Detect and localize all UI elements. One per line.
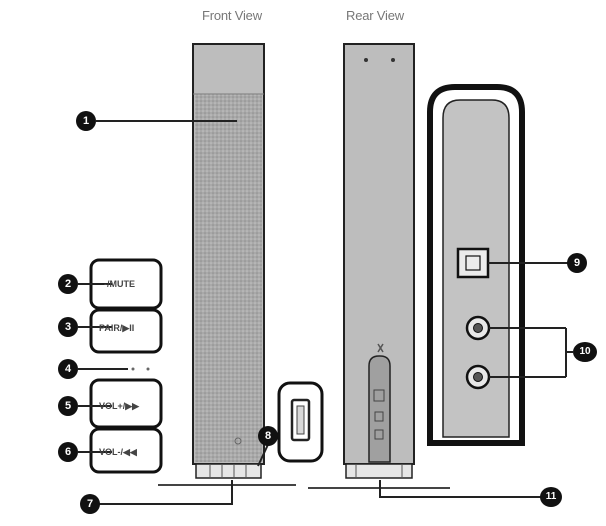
callout-2: 2	[58, 274, 78, 294]
leader-lines	[78, 120, 573, 505]
rear-speaker-base	[345, 463, 413, 479]
front-speaker-grille	[195, 94, 262, 462]
callout-7: 7	[80, 494, 100, 514]
callout-5: 5	[58, 396, 78, 416]
vol-up-button-card	[89, 378, 163, 429]
front-speaker	[158, 43, 296, 486]
front-view-label: Front View	[202, 8, 262, 23]
callout-3: 3	[58, 317, 78, 337]
callout-6: 6	[58, 442, 78, 462]
button-detail-cards	[89, 258, 163, 474]
front-speaker-base	[195, 463, 262, 479]
callout-9: 9	[567, 253, 587, 273]
optical-port	[456, 247, 490, 279]
rear-speaker	[308, 43, 450, 489]
mute-button-label: -/MUTE	[104, 279, 135, 289]
vol-down-button-label: VOL-/◀◀	[99, 447, 137, 457]
rear-view-label: Rear View	[346, 8, 404, 23]
callout-8: 8	[258, 426, 278, 446]
callout-11: 11	[540, 487, 562, 507]
vol-up-button-label: VOL+/▶▶	[99, 401, 140, 411]
vol-down-button-card	[89, 427, 163, 474]
callout-10: 10	[573, 342, 597, 362]
callout-1: 1	[76, 111, 96, 131]
pair-button-card	[89, 308, 163, 354]
callout-4: 4	[58, 359, 78, 379]
rear-port-panel	[368, 355, 391, 463]
usb-detail	[277, 381, 324, 463]
pair-button-label: PAIR/▶II	[99, 323, 135, 333]
rear-detail-panel	[427, 84, 525, 446]
